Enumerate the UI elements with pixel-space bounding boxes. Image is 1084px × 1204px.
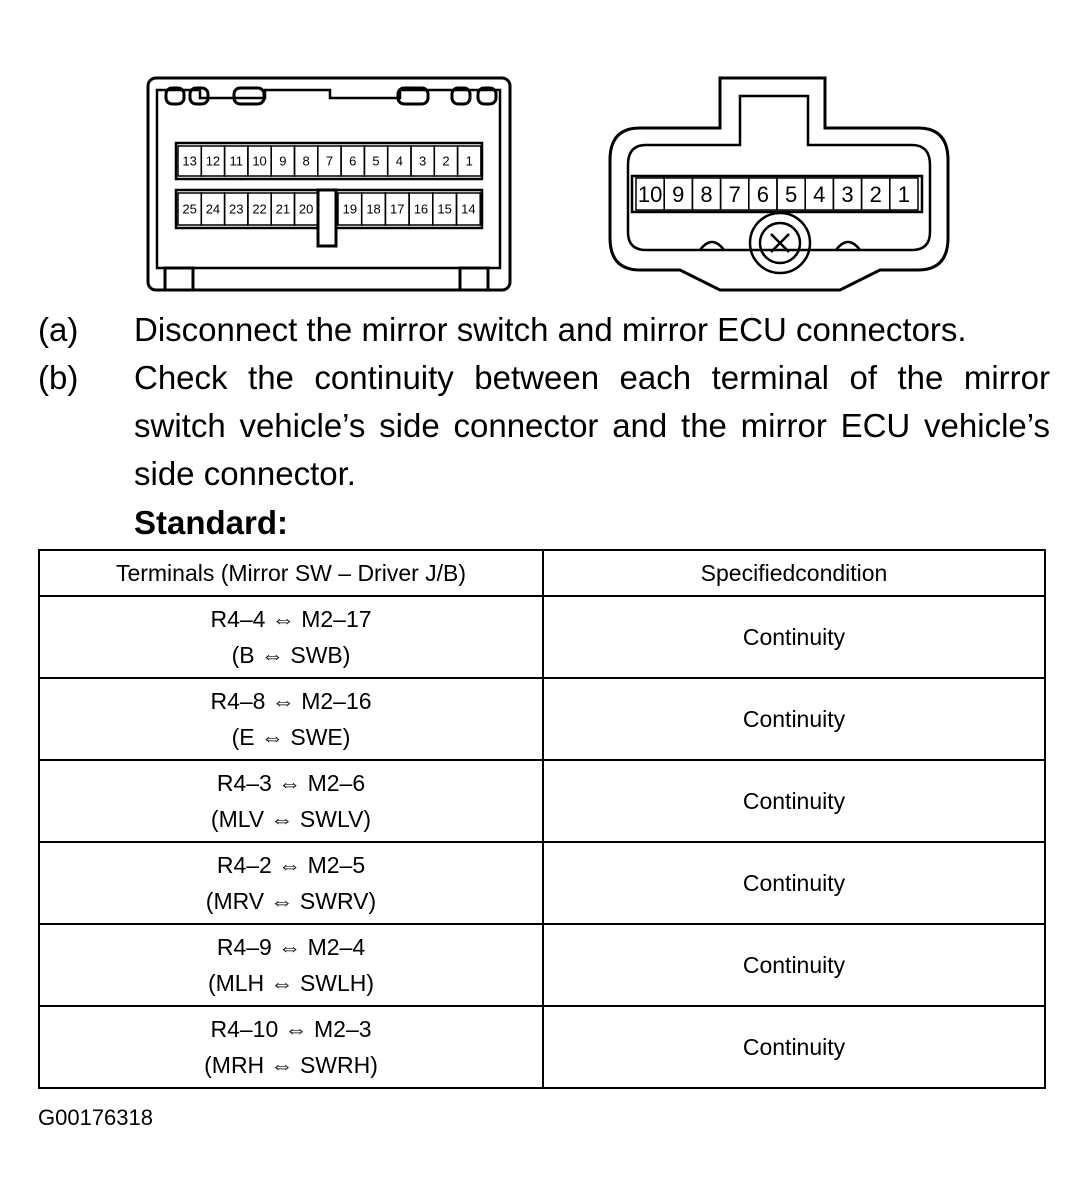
signal-pair: (E ⇔ SWE) (231, 724, 351, 750)
table-row: R4–9 ⇔ M2–4 (MLH ⇔ SWLH) Continuity (38, 923, 1046, 1007)
pin-label: 1 (466, 154, 473, 169)
pin-label: 15 (437, 202, 451, 217)
signal-pair: (B ⇔ SWB) (231, 642, 351, 668)
signal-pair: (MRH ⇔ SWRH) (204, 1052, 378, 1078)
pin-label: 7 (326, 154, 333, 169)
table-header-row: Terminals (Mirror SW – Driver J/B) Speci… (38, 549, 1046, 597)
pin-label: 7 (729, 182, 741, 207)
pin-label: 17 (390, 202, 404, 217)
step-a: (a) Disconnect the mirror switch and mir… (38, 306, 1050, 354)
signal-pair: (MLH ⇔ SWLH) (207, 970, 375, 996)
pin-label: 19 (343, 202, 357, 217)
pin-cell (455, 192, 481, 226)
table-row: R4–3 ⇔ M2–6 (MLV ⇔ SWLV) Continuity (38, 759, 1046, 843)
table-row: R4–8 ⇔ M2–16 (E ⇔ SWE) Continuity (38, 677, 1046, 761)
step-text: Check the continuity between each termin… (134, 359, 1050, 492)
signal-pair: (MLV ⇔ SWLV) (210, 806, 372, 832)
pin-label: 3 (841, 182, 853, 207)
mirror-ecu-connector (608, 76, 950, 292)
pin-label: 9 (279, 154, 286, 169)
pin-label: 24 (206, 202, 220, 217)
terminals-cell: R4–8 ⇔ M2–16 (E ⇔ SWE) (38, 677, 544, 761)
pin-label: 22 (252, 202, 266, 217)
terminals-cell: R4–3 ⇔ M2–6 (MLV ⇔ SWLV) (38, 759, 544, 843)
pin-label: 6 (349, 154, 356, 169)
step-text: Disconnect the mirror switch and mirror … (134, 311, 967, 348)
terminal-pair: R4–2 ⇔ M2–5 (216, 852, 366, 878)
figure-code: G00176318 (38, 1105, 153, 1130)
terminal-pair: R4–3 ⇔ M2–6 (216, 770, 366, 796)
procedure-steps: (a) Disconnect the mirror switch and mir… (38, 306, 1050, 548)
pin-label: 4 (396, 154, 403, 169)
standard-heading: Standard: (134, 504, 289, 541)
table-row: R4–4 ⇔ M2–17 (B ⇔ SWB) Continuity (38, 595, 1046, 679)
terminals-cell: R4–9 ⇔ M2–4 (MLH ⇔ SWLH) (38, 923, 544, 1007)
terminal-pair: R4–8 ⇔ M2–16 (210, 688, 372, 714)
pin-label: 13 (182, 154, 196, 169)
condition-cell: Continuity (542, 759, 1046, 843)
pin-label: 6 (757, 182, 769, 207)
mirror-switch-connector (146, 76, 512, 292)
pin-label: 8 (303, 154, 310, 169)
pin-cell (293, 192, 319, 226)
pin-cell (889, 177, 919, 211)
pin-cell (456, 145, 482, 177)
terminal-pair: R4–9 ⇔ M2–4 (216, 934, 366, 960)
pin-label: 2 (442, 154, 449, 169)
condition-cell: Continuity (542, 1005, 1046, 1089)
condition-cell: Continuity (542, 677, 1046, 761)
terminal-pair: R4–10 ⇔ M2–3 (210, 1016, 372, 1042)
step-b: (b) Check the continuity between each te… (38, 354, 1050, 498)
pin-label: 12 (206, 154, 220, 169)
pin-label: 25 (182, 202, 196, 217)
table-row: R4–10 ⇔ M2–3 (MRH ⇔ SWRH) Continuity (38, 1005, 1046, 1089)
table-row: R4–2 ⇔ M2–5 (MRV ⇔ SWRV) Continuity (38, 841, 1046, 925)
terminal-pair: R4–4 ⇔ M2–17 (210, 606, 372, 632)
condition-cell: Continuity (542, 841, 1046, 925)
step-letter: (b) (38, 359, 79, 396)
specification-table: Terminals (Mirror SW – Driver J/B) Speci… (38, 549, 1046, 1089)
terminals-cell: R4–4 ⇔ M2–17 (B ⇔ SWB) (38, 595, 544, 679)
condition-cell: Continuity (542, 923, 1046, 1007)
pin-label: 4 (813, 182, 825, 207)
header-terminals: Terminals (Mirror SW – Driver J/B) (38, 549, 544, 597)
pin-label: 10 (252, 154, 266, 169)
pin-label: 20 (299, 202, 313, 217)
pin-label: 14 (461, 202, 475, 217)
pin-label: 5 (785, 182, 797, 207)
pin-label: 3 (419, 154, 426, 169)
pin-label: 5 (372, 154, 379, 169)
condition-cell: Continuity (542, 595, 1046, 679)
header-condition: Specifiedcondition (542, 549, 1046, 597)
step-letter: (a) (38, 311, 79, 348)
pin-label: 1 (898, 182, 910, 207)
pin-label: 18 (366, 202, 380, 217)
pin-label: 9 (672, 182, 684, 207)
terminals-cell: R4–2 ⇔ M2–5 (MRV ⇔ SWRV) (38, 841, 544, 925)
pin-label: 16 (414, 202, 428, 217)
pin-label: 23 (229, 202, 243, 217)
terminals-cell: R4–10 ⇔ M2–3 (MRH ⇔ SWRH) (38, 1005, 544, 1089)
signal-pair: (MRV ⇔ SWRV) (205, 888, 377, 914)
pin-label: 11 (230, 154, 244, 169)
pin-label: 8 (700, 182, 712, 207)
pin-label: 2 (870, 182, 882, 207)
pin-label: 21 (276, 202, 290, 217)
pin-label: 10 (638, 182, 662, 207)
